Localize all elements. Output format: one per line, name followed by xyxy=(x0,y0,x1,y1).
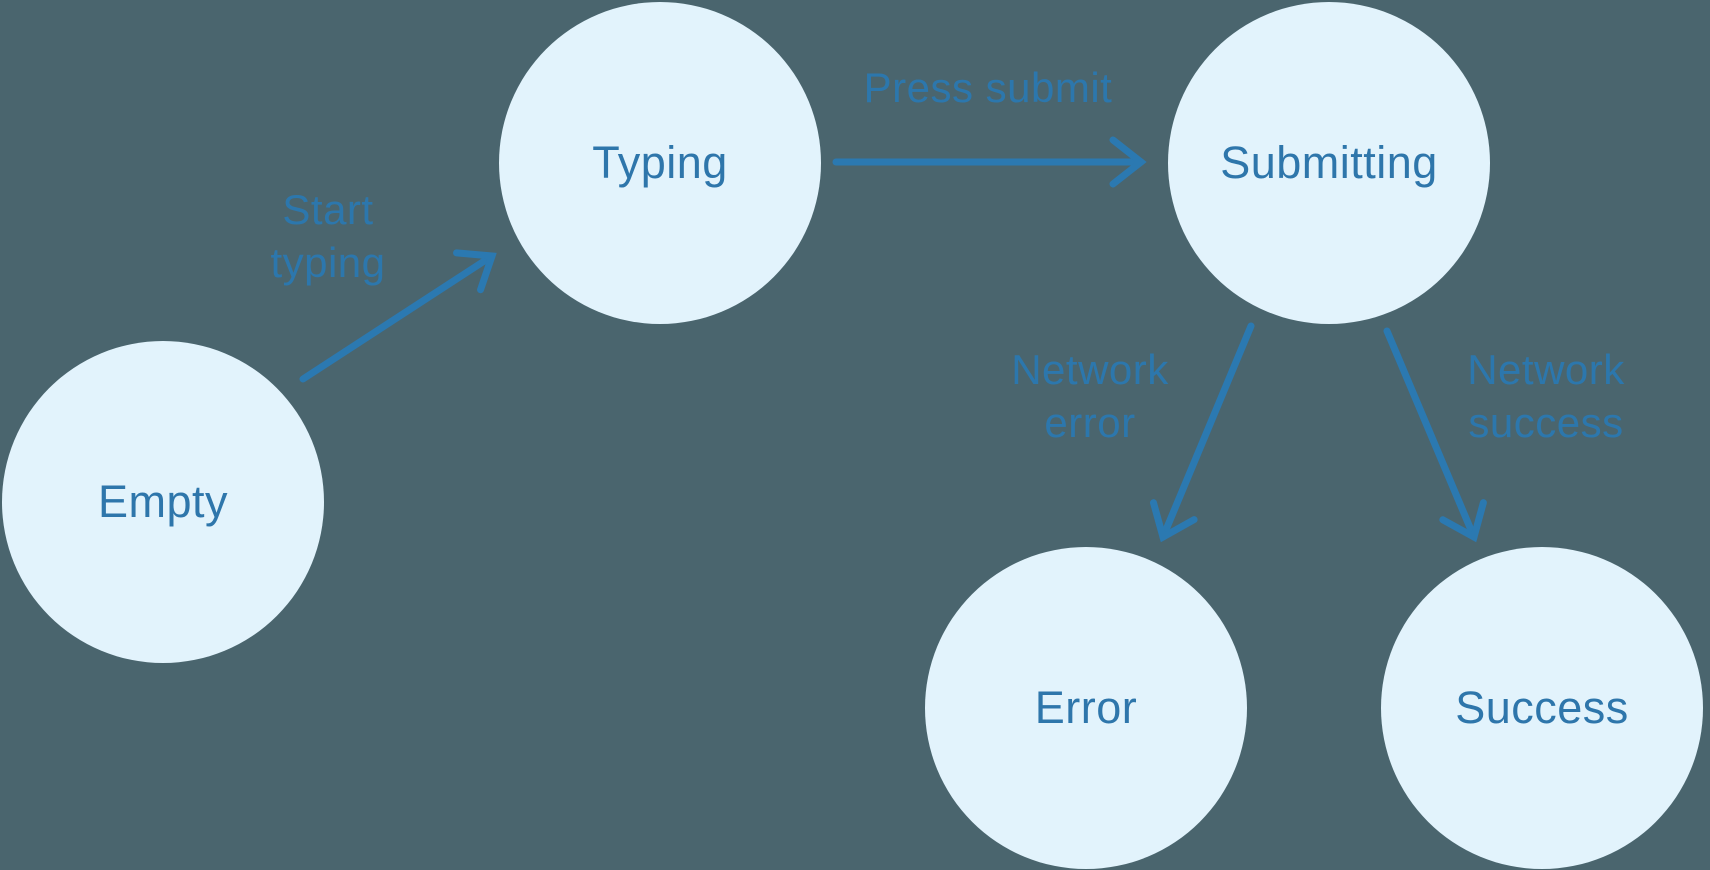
state-node-label: Typing xyxy=(592,137,728,188)
state-node-success[interactable]: Success xyxy=(1381,547,1703,869)
edge-label-press-submit[interactable]: Press submit xyxy=(863,64,1113,111)
state-node-typing[interactable]: Typing xyxy=(499,2,821,324)
state-node-error[interactable]: Error xyxy=(925,547,1247,869)
state-node-empty[interactable]: Empty xyxy=(2,341,324,663)
state-node-submitting[interactable]: Submitting xyxy=(1168,2,1490,324)
edge-label-network-success[interactable]: Network success xyxy=(1467,346,1625,446)
edge-label-network-error[interactable]: Network error xyxy=(1011,346,1169,446)
arrow-empty-to-typing[interactable] xyxy=(299,249,497,383)
arrow-submitting-to-error[interactable] xyxy=(1149,322,1255,543)
edge-label-start-typing[interactable]: Start typing xyxy=(270,186,386,286)
state-node-label: Empty xyxy=(97,476,229,527)
state-node-label: Success xyxy=(1455,682,1629,733)
arrow-submitting-to-success[interactable] xyxy=(1383,327,1487,543)
state-node-label: Submitting xyxy=(1220,137,1438,188)
state-node-label: Error xyxy=(1034,682,1138,733)
